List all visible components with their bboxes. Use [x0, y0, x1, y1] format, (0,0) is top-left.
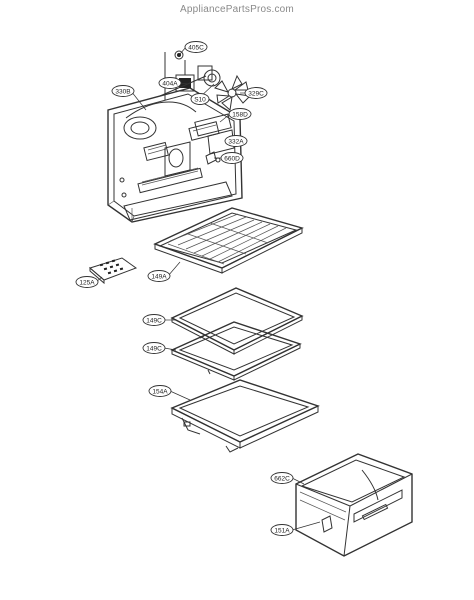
- callout-label: 329C: [248, 90, 264, 97]
- duct-plate: [207, 129, 235, 155]
- callout-label: 660D: [224, 155, 240, 162]
- callout-329C: 329C: [244, 87, 268, 99]
- callout-label: 330B: [115, 88, 130, 95]
- callout-149C-lower: 149C: [142, 342, 166, 354]
- humidity-control: [88, 257, 138, 285]
- callout-label: 662C: [274, 475, 290, 482]
- insulation-pad: [194, 113, 232, 137]
- callout-158D: 158D: [228, 108, 252, 120]
- wire-shelf: [153, 207, 304, 274]
- crisper-cover: [170, 379, 320, 453]
- callout-154A: 154A: [148, 385, 172, 397]
- callout-label: 151A: [274, 527, 290, 534]
- callout-660D: 660D: [220, 152, 244, 164]
- fan-blade: [214, 74, 252, 111]
- callout-405C: 405C: [184, 41, 208, 53]
- callout-label: 125A: [79, 279, 95, 286]
- callout-label: 158D: [232, 111, 248, 118]
- clip: [205, 151, 217, 165]
- crisper-drawer: [295, 453, 413, 557]
- evaporator-cover-panel: [107, 87, 243, 223]
- callout-label: 149C: [146, 317, 162, 324]
- callout-label: 404A: [162, 80, 178, 87]
- callout-151A: 151A: [270, 524, 294, 536]
- callout-label: 405C: [188, 44, 204, 51]
- callout-125A: 125A: [75, 276, 99, 288]
- callout-label: 154A: [152, 388, 168, 395]
- callout-149A: 149A: [147, 270, 171, 282]
- callout-label: 149A: [151, 273, 167, 280]
- callout-label: 332A: [228, 138, 244, 145]
- callout-404A: 404A: [158, 77, 182, 89]
- site-watermark: AppliancePartsPros.com: [180, 4, 294, 15]
- glass-shelf-frame-upper: [170, 287, 304, 355]
- callout-S10: S10: [190, 93, 210, 105]
- callout-332A: 332A: [224, 135, 248, 147]
- callout-149C-upper: 149C: [142, 314, 166, 326]
- callout-label: S10: [194, 96, 206, 103]
- glass-shelf-frame-lower: [170, 321, 302, 381]
- callout-330B: 330B: [111, 85, 135, 97]
- fan-motor: [159, 52, 213, 100]
- callout-662C: 662C: [270, 472, 294, 484]
- callout-label: 149C: [146, 345, 162, 352]
